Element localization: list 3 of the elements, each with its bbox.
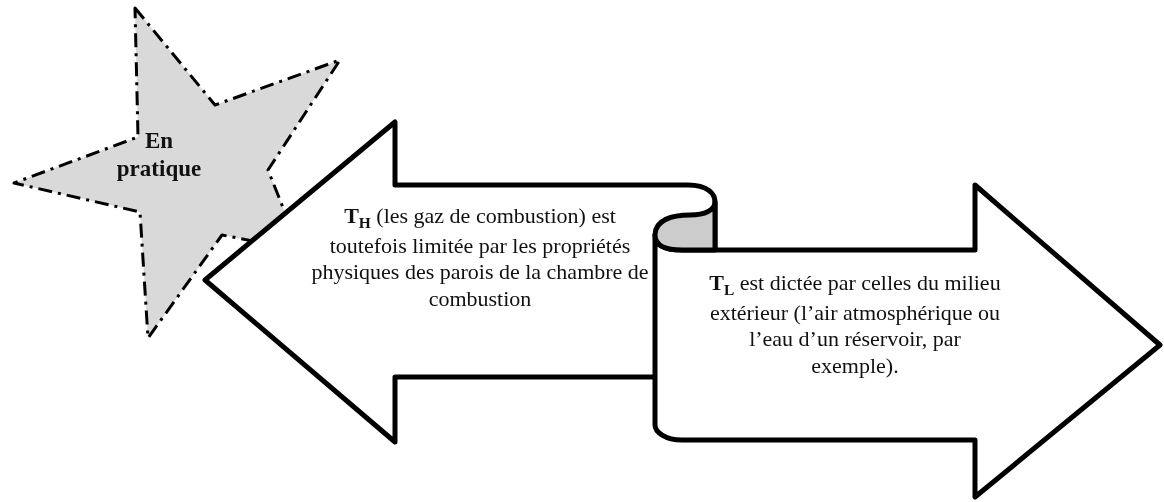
star-label: En pratique [115,127,203,183]
arrow-text: T$_{L}$ est dictée par celles du milieu extérieur (l’air atmosphérique ou l’eau d’un réservoir, par exemple). [708,270,1002,380]
arrow-text: T$_{H}$ (les gaz de combustion) est toutefois limitée par les propriétés physiques des parois de la chambre de combustion [310,203,650,313]
